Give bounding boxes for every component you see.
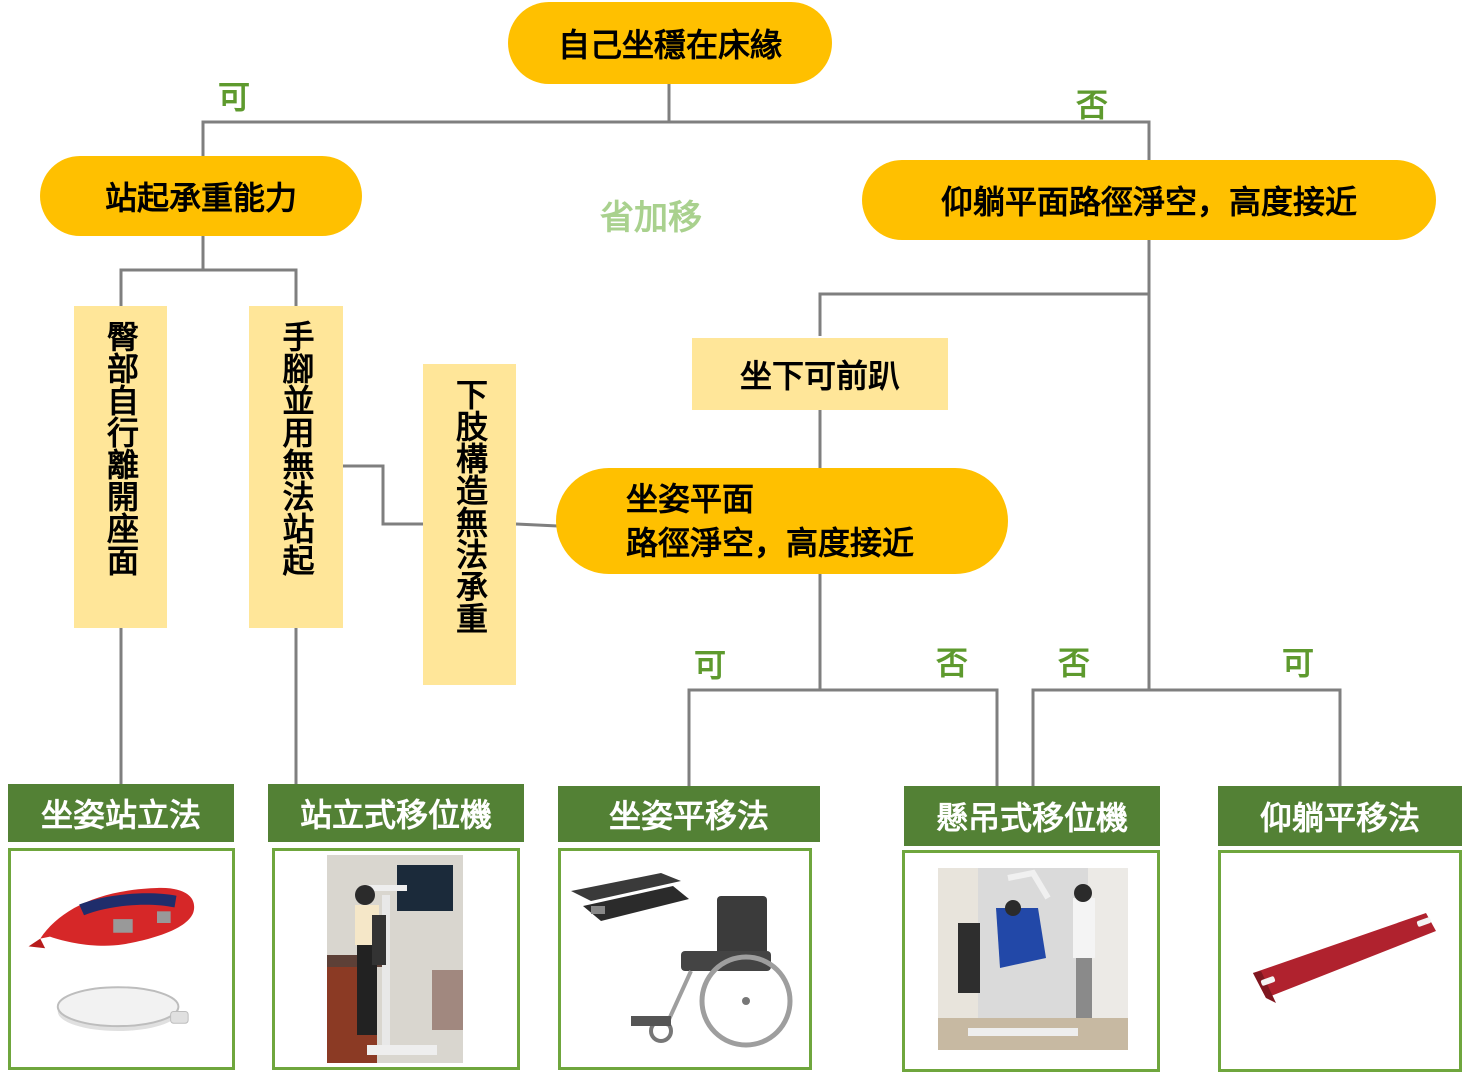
standing-ability-node: 站起承重能力 — [40, 156, 362, 236]
lower-limb-condition: 下肢構造無法承重 — [423, 364, 516, 685]
yes-label-sitting: 可 — [694, 646, 727, 684]
sitting-path-line-2: 路徑淨空，高度接近 — [626, 524, 915, 562]
method-image-frame — [558, 848, 812, 1070]
sitting-path-node: 坐姿平面 路徑淨空，高度接近 — [556, 468, 1008, 574]
method-image-frame — [1218, 850, 1462, 1072]
hip-leave-condition: 臀部自行離開座面 — [74, 306, 167, 628]
transfer-belt-and-pivot-disc-image — [28, 887, 195, 1031]
sitting-path-line-1: 坐姿平面 — [626, 480, 755, 518]
method-title-sling-lift: 懸吊式移位機 — [904, 786, 1160, 846]
slide-sheet-image — [1253, 913, 1436, 1003]
no-label-supine: 否 — [1058, 644, 1091, 682]
watermark: 省加移 — [600, 198, 702, 238]
method-image-frame — [272, 848, 520, 1070]
yes-label-supine: 可 — [1282, 644, 1315, 682]
sling-hoist-image — [938, 868, 1128, 1050]
slide-board-and-wheelchair-image — [571, 873, 793, 1048]
lean-forward-node: 坐下可前趴 — [692, 338, 948, 410]
standing-lift-image — [327, 855, 463, 1063]
method-image-frame — [8, 848, 235, 1070]
hands-feet-condition: 手腳並用無法站起 — [249, 306, 343, 628]
supine-path-node: 仰躺平面路徑淨空，高度接近 — [862, 160, 1436, 240]
yes-label-left: 可 — [218, 78, 251, 116]
method-title-supine-slide: 仰躺平移法 — [1218, 786, 1462, 846]
method-title-sit-slide: 坐姿平移法 — [558, 786, 820, 842]
root-node: 自己坐穩在床緣 — [508, 2, 832, 84]
no-label-sitting: 否 — [936, 644, 969, 682]
no-label-right: 否 — [1076, 86, 1109, 124]
method-title-standing-lift: 站立式移位機 — [268, 784, 524, 842]
method-title-sit-stand: 坐姿站立法 — [8, 784, 234, 842]
method-image-frame — [902, 850, 1160, 1072]
